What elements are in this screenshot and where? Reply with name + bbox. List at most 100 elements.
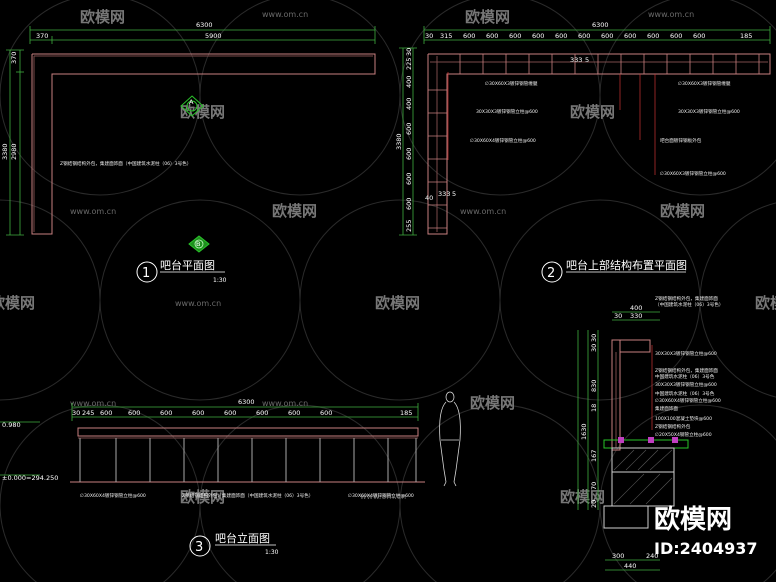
plan2-note: ∅30X60X3镀锌钢管立柱@600 <box>660 170 726 177</box>
marker-label: A <box>189 98 194 106</box>
section-note: 中国建筑水泥柱（06）3号色 <box>655 373 715 380</box>
drawing-number: 1 <box>142 266 150 281</box>
watermark-url: www.om.cn <box>460 207 506 216</box>
dim-text: 30 <box>425 32 433 40</box>
dim-text: 30 <box>614 312 622 320</box>
dim-text: 30 <box>405 48 413 56</box>
drawing-scale: 1:30 <box>265 549 279 556</box>
dim-text: 245 <box>82 409 94 417</box>
dim-text: 330 <box>630 312 642 320</box>
leader-lines <box>447 72 656 175</box>
dim-text: 333 <box>438 190 450 198</box>
watermark-brand: 欧模网 <box>80 8 125 26</box>
dim-text: 185 <box>740 32 752 40</box>
drawing-scale: 1:30 <box>213 277 227 284</box>
section-note: Z钢结钢结构外包，集建面饰面 <box>655 295 718 302</box>
dim-text: 3380 <box>395 133 403 150</box>
dim-text: 600 <box>256 409 268 417</box>
section-note: 30X30X3镀锌钢管立柱@600 <box>655 381 717 388</box>
hatch-pattern <box>613 449 673 505</box>
dim-text: 70 <box>590 482 598 490</box>
dim-text: 20 <box>590 500 598 508</box>
section-note: 100X100混凝土垫块@600 <box>655 415 712 422</box>
level-mark: ±0.000=294.250 <box>2 474 58 482</box>
dim-text: 600 <box>160 409 172 417</box>
section-note: Z钢结钢结构外包，集建面饰面 <box>655 367 718 374</box>
drawing-title: 吧台平面图 <box>160 258 215 272</box>
section-marker-icon: B <box>188 235 210 253</box>
dim-text: 400 <box>405 98 413 110</box>
plan2-note: 30X30X3镀锌钢管立柱@600 <box>678 108 740 115</box>
dim-text: 600 <box>647 32 659 40</box>
drawing-number: 3 <box>195 540 203 555</box>
anchor-bolt-icon <box>618 437 678 443</box>
section-marker-icon: A <box>180 95 204 117</box>
dim-text: 255 <box>405 220 413 232</box>
dim-text: 2980 <box>10 143 18 160</box>
dim-text: 600 <box>405 198 413 210</box>
drawing-number-circle <box>541 261 563 283</box>
dim-text: 600 <box>670 32 682 40</box>
watermark-url: www.om.cn <box>70 207 116 216</box>
section-structure <box>603 339 689 529</box>
dim-text: 6300 <box>238 398 255 406</box>
dim-text: 600 <box>463 32 475 40</box>
dim-text: 830 <box>590 380 598 392</box>
section-note: 中国建筑水泥柱（06）3号色 <box>655 390 715 397</box>
dim-text: 600 <box>128 409 140 417</box>
counter-plan-outline <box>31 53 376 235</box>
section-note: ∅30X60X4镀锌钢管立柱@600 <box>655 397 721 404</box>
watermark-brand: 欧模网 <box>272 202 317 220</box>
dim-text: 600 <box>555 32 567 40</box>
dim-text: 5900 <box>205 32 222 40</box>
dim-text: 600 <box>601 32 613 40</box>
section-note: （中国建筑水泥柱（06）3号色） <box>655 301 724 308</box>
counter-elevation <box>70 427 425 483</box>
watermark-url: www.om.cn <box>70 399 116 408</box>
watermark-brand: 欧模网 <box>0 294 35 312</box>
section-note: 30X30X3镀锌钢管立柱@600 <box>655 350 717 357</box>
dim-text: 600 <box>405 173 413 185</box>
drawing-number-circle <box>189 535 211 557</box>
dim-text: 30 <box>590 344 598 352</box>
watermark-brand: 欧模网 <box>660 202 705 220</box>
dim-text: 185 <box>400 409 412 417</box>
drawing-number: 2 <box>547 266 555 281</box>
watermark-url: www.om.cn <box>175 299 221 308</box>
plan2-note: 吧台面镀锌钢板外包 <box>660 137 702 144</box>
watermark-brand: 欧模网 <box>375 294 420 312</box>
section-note: Z钢结钢结构外包 <box>655 423 691 430</box>
plan2-note: 30X30X3镀锌钢管立柱@600 <box>476 108 538 115</box>
plan1-note: Z钢结钢结构外包，集建面饰面（中国建筑水泥柱（06）3号色） <box>60 160 191 167</box>
watermark-brand: 欧模网 <box>180 488 225 506</box>
watermark-tiles: 欧模网 www.om.cn 欧模网 www.om.cn 欧模网 欧模网 www.… <box>0 8 776 506</box>
dim-text: 5 <box>585 56 589 64</box>
dim-text: 600 <box>693 32 705 40</box>
dim-text: 167 <box>590 450 598 462</box>
dim-text: 600 <box>100 409 112 417</box>
section-note: ∅20X50X4钢管立柱@600 <box>655 431 712 438</box>
structure-ticks <box>428 54 760 229</box>
dim-text: 600 <box>192 409 204 417</box>
dim-text: 1630 <box>580 423 588 440</box>
dim-text: 600 <box>288 409 300 417</box>
elev-note: ∅30X60X4镀锌钢管立柱@600 <box>348 492 414 499</box>
dim-text: 333 <box>570 56 582 64</box>
counter-structure-outline <box>427 53 771 235</box>
dim-text: 600 <box>578 32 590 40</box>
watermark-url: www.om.cn <box>648 10 694 19</box>
marker-label: B <box>196 240 200 248</box>
elevation-posts <box>79 438 417 482</box>
dim-text: 18 <box>590 404 598 412</box>
dim-text: 240 <box>646 552 658 560</box>
watermark-url: www.om.cn <box>262 399 308 408</box>
drawing-number-circle <box>136 261 158 283</box>
dim-text: 30 <box>590 334 598 342</box>
level-mark: 0.980 <box>2 421 21 429</box>
watermark-brand: 欧模网 <box>180 103 225 121</box>
plan2-note: ∅30X60X3镀锌钢管缠腿 <box>678 80 731 87</box>
